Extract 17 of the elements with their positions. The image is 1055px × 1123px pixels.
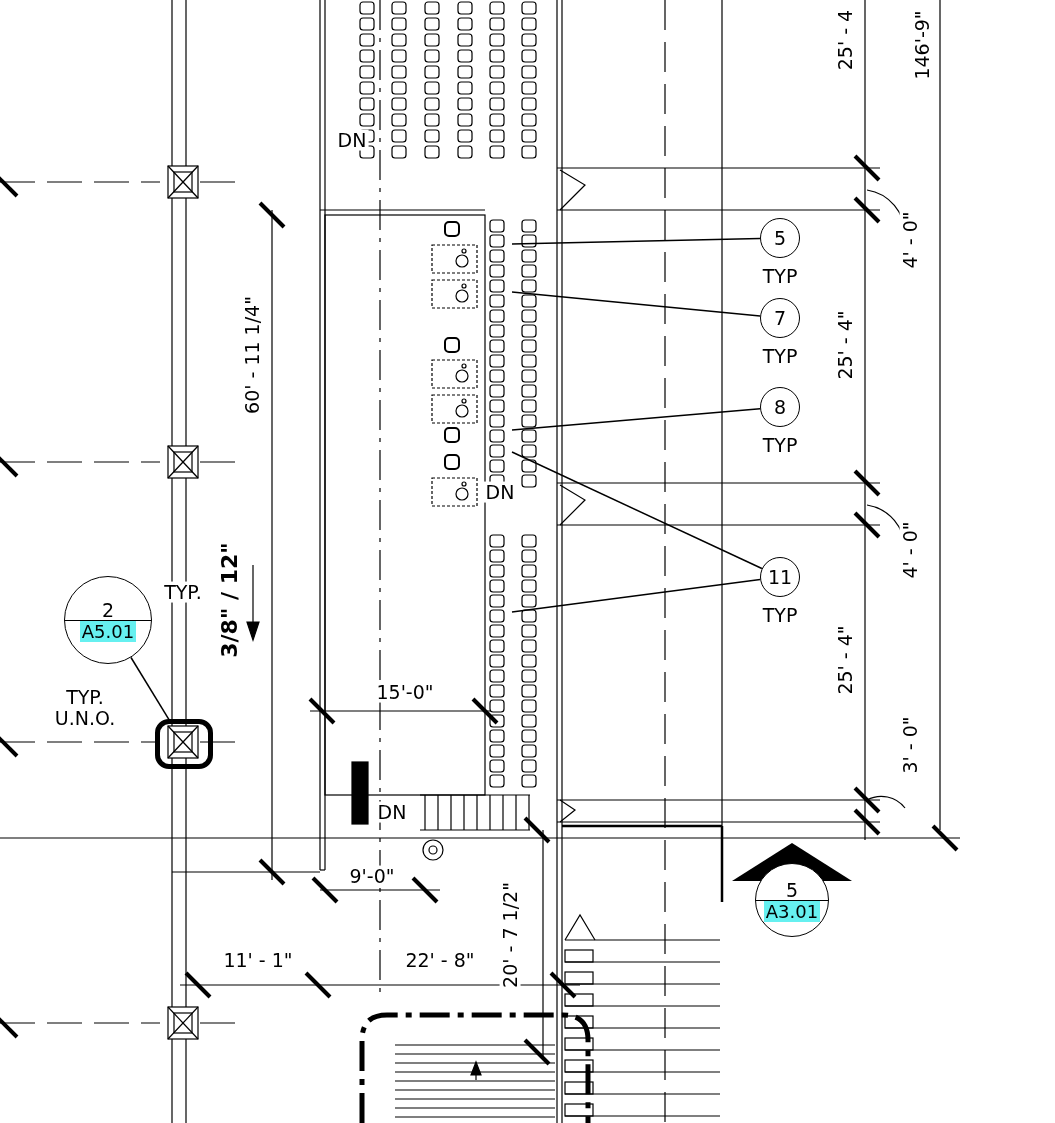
leader-line bbox=[511, 291, 761, 317]
dimension-text: 20' - 7 1/2" bbox=[499, 880, 521, 990]
leader-line bbox=[130, 656, 170, 720]
reference-number: 5 bbox=[785, 878, 799, 901]
sheet-reference: A5.01 bbox=[79, 620, 137, 642]
leader-line bbox=[511, 407, 761, 431]
leader-line bbox=[511, 451, 763, 570]
column-highlight bbox=[155, 719, 213, 769]
leader-line bbox=[511, 578, 761, 613]
callout-number: 8 bbox=[773, 396, 787, 418]
reference-number: 2 bbox=[101, 598, 115, 621]
sheet-reference: A3.01 bbox=[763, 900, 821, 922]
callout-number: 7 bbox=[773, 307, 787, 329]
section-marker bbox=[755, 863, 829, 937]
leader-line bbox=[511, 237, 761, 245]
callout-number: 5 bbox=[773, 227, 787, 249]
callout-number: 11 bbox=[767, 566, 793, 588]
